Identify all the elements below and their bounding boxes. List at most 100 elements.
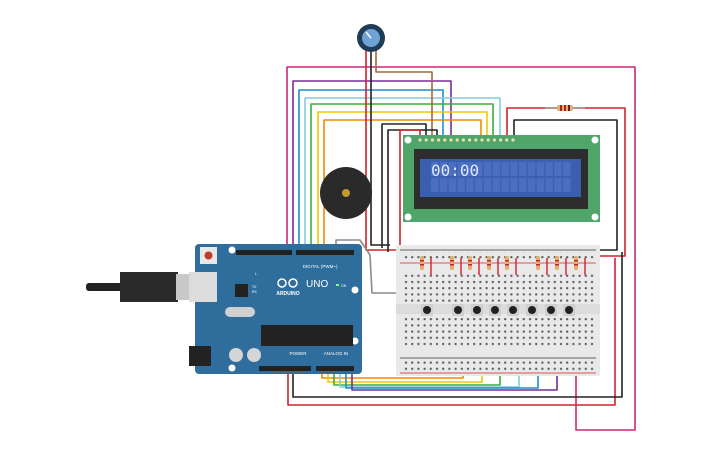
lcd-cell bbox=[527, 178, 536, 192]
arduino-brand: ARDUINO bbox=[276, 291, 299, 297]
lcd-cell bbox=[475, 178, 483, 192]
lcd-cell bbox=[431, 162, 439, 176]
rx-label: RX bbox=[252, 290, 258, 294]
lcd-cell bbox=[554, 178, 562, 192]
wire-brown[interactable] bbox=[375, 50, 433, 137]
wire-teal[interactable] bbox=[304, 97, 501, 250]
analog-label: ANALOG IN bbox=[324, 351, 349, 356]
lcd-pin bbox=[499, 138, 503, 142]
lcd-cell bbox=[554, 162, 562, 176]
lcd-cell bbox=[466, 162, 474, 176]
lcd-cell bbox=[501, 162, 509, 176]
breadboard[interactable] bbox=[396, 245, 600, 376]
lcd-cell bbox=[563, 178, 571, 192]
wire-red-bottom[interactable] bbox=[287, 258, 616, 406]
push-button-cap[interactable] bbox=[423, 306, 431, 314]
wire-pot-black[interactable] bbox=[370, 50, 390, 246]
resistor-band bbox=[487, 260, 491, 262]
resistor-top[interactable] bbox=[545, 105, 585, 111]
lcd-cell bbox=[501, 178, 509, 192]
push-button-cap[interactable] bbox=[473, 306, 481, 314]
power-label: POWER bbox=[289, 351, 307, 356]
resistor-band bbox=[450, 264, 454, 266]
resistor[interactable] bbox=[450, 256, 454, 270]
push-button-cap[interactable] bbox=[491, 306, 499, 314]
push-button-cap[interactable] bbox=[565, 306, 573, 314]
resistor-band bbox=[536, 264, 540, 266]
lcd-cells bbox=[431, 162, 571, 192]
lcd-pin bbox=[418, 138, 422, 142]
piezo-buzzer[interactable] bbox=[320, 167, 372, 219]
resistor-band bbox=[505, 260, 509, 262]
potentiometer[interactable] bbox=[357, 24, 385, 52]
tx-label: TX bbox=[252, 285, 257, 289]
resistor[interactable] bbox=[420, 256, 424, 270]
resistor-band bbox=[420, 264, 424, 266]
resistor-band bbox=[555, 260, 559, 262]
push-button-cap[interactable] bbox=[547, 306, 555, 314]
lcd-pin bbox=[511, 138, 515, 142]
lcd-display[interactable]: 00:00 bbox=[403, 135, 600, 222]
push-button-cap[interactable] bbox=[528, 306, 536, 314]
lcd-pin bbox=[437, 138, 441, 142]
lcd-cell bbox=[536, 162, 545, 176]
wire-lcd-black-top[interactable] bbox=[513, 119, 618, 251]
resistor[interactable] bbox=[555, 256, 559, 270]
lcd-cell bbox=[545, 178, 553, 192]
lcd-pin bbox=[461, 138, 465, 142]
resistor-band bbox=[574, 264, 578, 266]
push-button-cap[interactable] bbox=[454, 306, 462, 314]
lcd-cell bbox=[439, 162, 448, 176]
lcd-cell bbox=[457, 178, 465, 192]
lcd-cell bbox=[483, 162, 492, 176]
on-label: ON bbox=[341, 284, 347, 288]
wire-lcd-red-top[interactable] bbox=[506, 107, 626, 257]
resistor-band bbox=[487, 264, 491, 266]
resistor[interactable] bbox=[574, 256, 578, 270]
lcd-pin bbox=[492, 138, 496, 142]
resistor[interactable] bbox=[536, 256, 540, 270]
lcd-cell bbox=[510, 178, 518, 192]
resistor-band bbox=[555, 264, 559, 266]
arduino-logo bbox=[277, 278, 298, 288]
arduino-model: UNO bbox=[306, 279, 328, 290]
lcd-cell bbox=[510, 162, 518, 176]
resistor[interactable] bbox=[505, 256, 509, 270]
lcd-cell bbox=[439, 178, 448, 192]
push-button-cap[interactable] bbox=[509, 306, 517, 314]
push-buttons bbox=[421, 304, 575, 316]
arduino-uno[interactable]: DIGITAL (PWM~) ARDUINO UNO ON L TX RX PO… bbox=[189, 244, 362, 374]
resistor-band bbox=[468, 264, 472, 266]
wire-magenta[interactable] bbox=[286, 66, 636, 431]
resistor-band bbox=[505, 264, 509, 266]
resistor-band bbox=[574, 260, 578, 262]
lcd-cell bbox=[527, 162, 536, 176]
resistor-band bbox=[420, 260, 424, 262]
lcd-pins bbox=[418, 138, 515, 142]
lcd-pin bbox=[505, 138, 509, 142]
wire-yellow[interactable] bbox=[317, 111, 488, 250]
lcd-cell bbox=[519, 162, 527, 176]
lcd-cell bbox=[448, 178, 457, 192]
lcd-cell bbox=[475, 162, 483, 176]
resistor[interactable] bbox=[487, 256, 491, 270]
digital-label: DIGITAL (PWM~) bbox=[303, 264, 338, 269]
lcd-cell bbox=[483, 178, 492, 192]
lcd-pin bbox=[430, 138, 434, 142]
lcd-text: 00:00 bbox=[431, 161, 479, 180]
wire-green[interactable] bbox=[310, 103, 494, 250]
lcd-pin bbox=[455, 138, 459, 142]
lcd-pin bbox=[443, 138, 447, 142]
usb-cable[interactable] bbox=[86, 272, 198, 302]
lcd-cell bbox=[545, 162, 553, 176]
lcd-cell bbox=[466, 178, 474, 192]
lcd-pin bbox=[474, 138, 478, 142]
lcd-pin bbox=[480, 138, 484, 142]
wire-gray[interactable] bbox=[335, 239, 397, 294]
resistor[interactable] bbox=[468, 256, 472, 270]
power-led bbox=[336, 284, 339, 286]
wire-purple[interactable] bbox=[292, 80, 452, 250]
wire-black-bottom[interactable] bbox=[292, 252, 623, 398]
lcd-pin bbox=[486, 138, 490, 142]
